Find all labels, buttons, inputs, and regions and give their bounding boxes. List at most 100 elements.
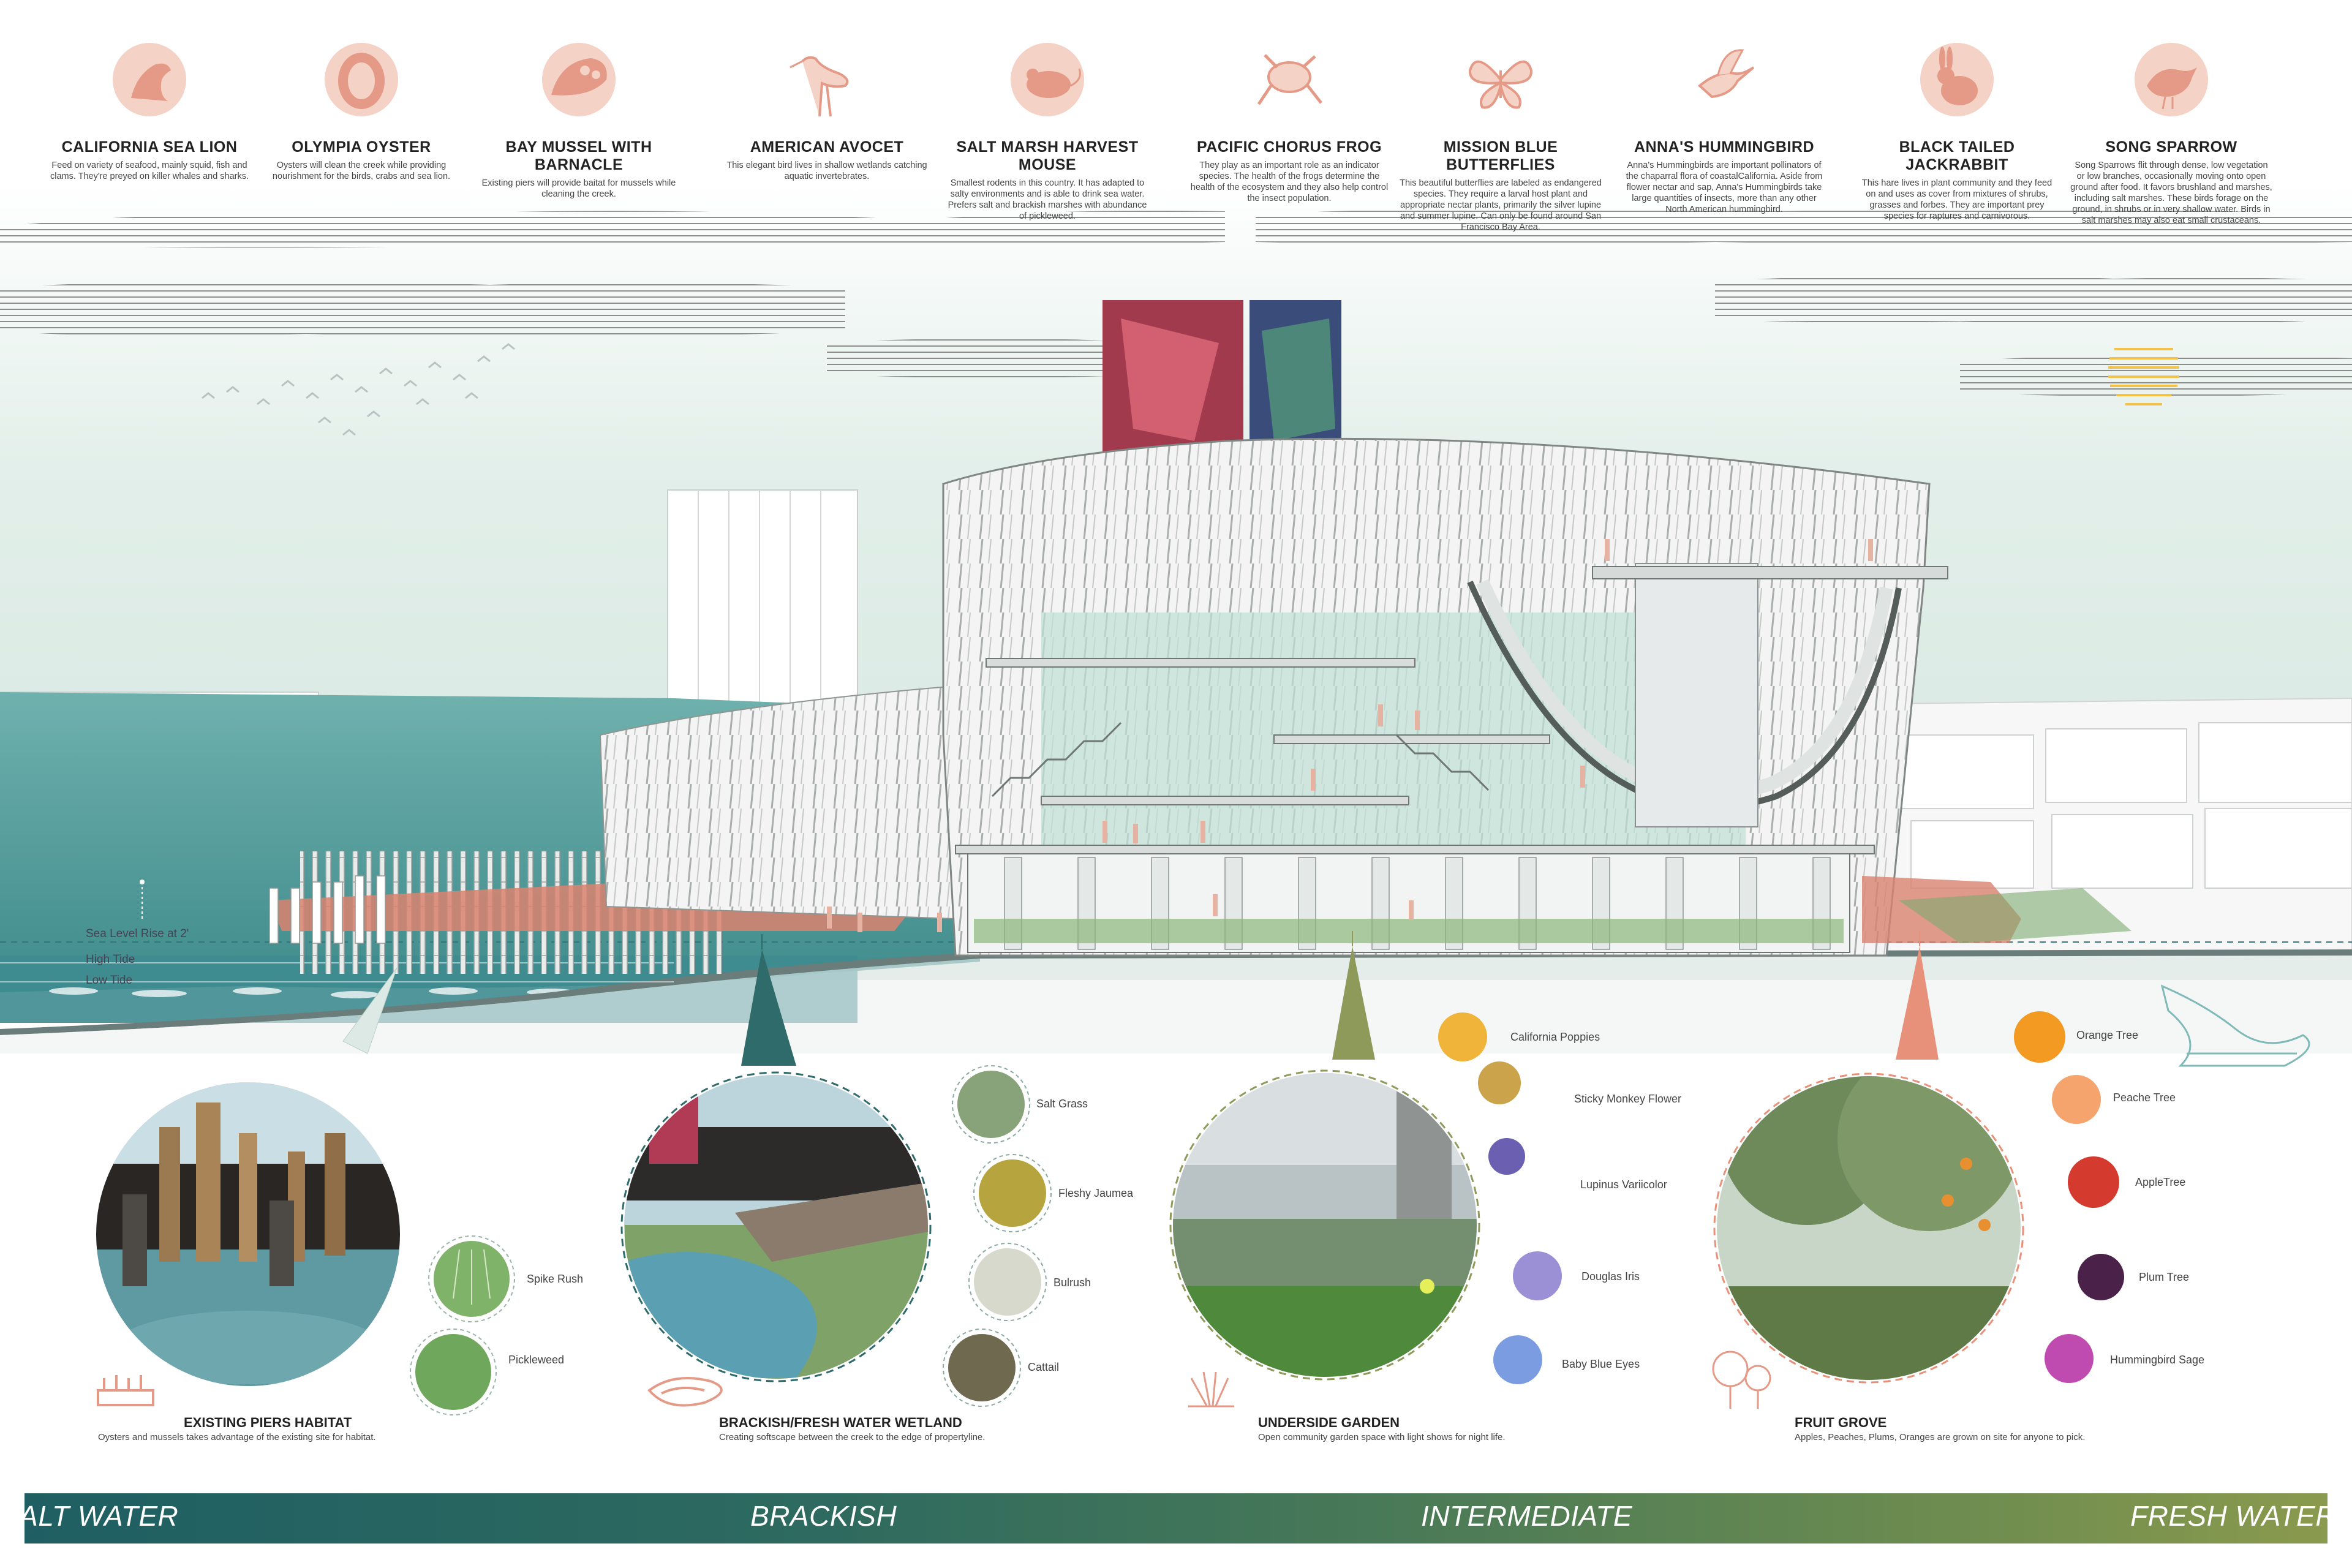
species-avocet: AMERICAN AVOCET This elegant bird lives … xyxy=(726,37,928,182)
plant-label: Baby Blue Eyes xyxy=(1562,1358,1640,1370)
species-harvest-mouse: SALT MARSH HARVEST MOUSE Smallest rodent… xyxy=(946,37,1148,222)
zone-title-wetland: BRACKISH/FRESH WATER WETLAND xyxy=(719,1415,962,1430)
zone-title-garden: UNDERSIDE GARDEN xyxy=(1258,1415,1400,1430)
species-desc: They play as an important role as an ind… xyxy=(1190,160,1389,203)
sea-lion-icon xyxy=(113,43,186,116)
plant-label: Orange Tree xyxy=(2076,1029,2139,1041)
species-name: SONG SPARROW xyxy=(2105,138,2237,156)
sparrow-icon xyxy=(2135,43,2208,116)
garden-icon xyxy=(1188,1371,1234,1408)
plant-label: Peache Tree xyxy=(2113,1091,2176,1104)
ground-fill xyxy=(0,956,2352,1054)
people-figures xyxy=(827,539,1873,932)
plant-label: Plum Tree xyxy=(2139,1271,2190,1283)
tree-icon xyxy=(1712,1351,1771,1409)
mussel-icon xyxy=(542,43,616,116)
butterfly-icon xyxy=(1468,60,1533,109)
species-desc: Anna's Hummingbirds are important pollin… xyxy=(1626,160,1823,214)
pointer-wetland xyxy=(741,949,796,1066)
vignette-garden xyxy=(1169,1012,1562,1408)
salinity-gradient-bar xyxy=(24,1493,2328,1544)
wetland-plant-thumbnails xyxy=(943,1065,1052,1407)
sea-level-rise-label: Sea Level Rise at 2' xyxy=(86,927,189,940)
plant-label: Cattail xyxy=(1028,1361,1060,1373)
plant-label: Salt Grass xyxy=(1036,1098,1088,1110)
species-name: PACIFIC CHORUS FROG xyxy=(1196,138,1382,156)
species-chorus-frog: PACIFIC CHORUS FROG They play as an impo… xyxy=(1188,37,1390,204)
grove-fruit-thumbnails xyxy=(2014,1011,2124,1383)
species-name: ANNA'S HUMMINGBIRD xyxy=(1634,138,1815,156)
bar-label-salt-water: SALT WATER xyxy=(0,1500,179,1532)
hummingbird-icon xyxy=(1697,49,1755,99)
species-name: BAY MUSSEL WITH BARNACLE xyxy=(505,138,652,173)
species-sea-lion: CALIFORNIA SEA LION Feed on variety of s… xyxy=(48,37,251,182)
plant-label: Hummingbird Sage xyxy=(2110,1354,2205,1366)
site-plan-icon xyxy=(2160,984,2310,1067)
species-blue-butterfly: MISSION BLUE BUTTERFLIES This beautiful … xyxy=(1400,37,1602,233)
wetland-icon xyxy=(647,1377,723,1407)
plant-label: Bulrush xyxy=(1054,1276,1091,1289)
species-name: SALT MARSH HARVEST MOUSE xyxy=(956,138,1139,173)
pointer-garden xyxy=(1332,946,1375,1060)
species-desc: This elegant bird lives in shallow wetla… xyxy=(726,160,927,181)
vignette-piers xyxy=(94,1080,515,1415)
stairs xyxy=(991,722,1490,797)
species-name: CALIFORNIA SEA LION xyxy=(61,138,238,156)
plant-label: Spike Rush xyxy=(527,1273,584,1285)
mouse-icon xyxy=(1011,43,1084,116)
avocet-icon xyxy=(790,56,849,117)
plant-label: Sticky Monkey Flower xyxy=(1574,1093,1682,1105)
species-name: OLYMPIA OYSTER xyxy=(292,138,431,156)
vignette-grove xyxy=(1712,1011,2124,1409)
bar-label-brackish: BRACKISH xyxy=(750,1500,897,1532)
zone-desc-piers: Oysters and mussels takes advantage of t… xyxy=(98,1432,376,1442)
bar-label-intermediate: INTERMEDIATE xyxy=(1421,1500,1633,1532)
bird-flock xyxy=(202,343,515,436)
zone-desc-garden: Open community garden space with light s… xyxy=(1258,1432,1506,1442)
oyster-icon xyxy=(325,43,398,116)
rabbit-icon xyxy=(1920,43,1994,116)
pier-piles-foreground xyxy=(269,875,386,944)
building-left-wing xyxy=(599,685,956,920)
high-tide-label: High Tide xyxy=(86,953,135,966)
species-oyster: OLYMPIA OYSTER Oysters will clean the cr… xyxy=(260,37,462,182)
zone-desc-wetland: Creating softscape between the creek to … xyxy=(719,1432,986,1442)
zone-title-grove: FRUIT GROVE xyxy=(1795,1415,1887,1430)
plant-label: AppleTree xyxy=(2135,1176,2186,1188)
species-desc: This beautiful butterflies are labeled a… xyxy=(1400,178,1602,232)
sun-icon xyxy=(2108,348,2179,405)
species-desc: Smallest rodents in this country. It has… xyxy=(948,178,1147,221)
species-name: BLACK TAILED JACKRABBIT xyxy=(1899,138,2015,173)
zone-desc-grove: Apples, Peaches, Plums, Oranges are grow… xyxy=(1795,1432,2086,1442)
right-city-blocks xyxy=(1898,722,2352,889)
bar-label-fresh-water: FRESH WATER xyxy=(2130,1500,2337,1532)
species-song-sparrow: SONG SPARROW Song Sparrows flit through … xyxy=(2070,37,2272,226)
plant-label: Pickleweed xyxy=(508,1354,565,1366)
underside-lawn xyxy=(974,919,1844,943)
vignette-wetland xyxy=(620,1065,1052,1407)
species-desc: Song Sparrows flit through dense, low ve… xyxy=(2070,160,2272,225)
zone-title-piers: EXISTING PIERS HABITAT xyxy=(184,1415,352,1430)
plant-label: Lupinus Variicolor xyxy=(1580,1178,1667,1191)
plant-label: Douglas Iris xyxy=(1581,1270,1640,1283)
core-tower xyxy=(1635,563,1758,827)
low-tide-label: Low Tide xyxy=(86,974,133,987)
pointer-piers xyxy=(342,967,398,1054)
plant-label: Fleshy Jaumea xyxy=(1058,1187,1134,1199)
frog-icon xyxy=(1257,54,1322,105)
species-mussel: BAY MUSSEL WITH BARNACLE Existing piers … xyxy=(478,37,680,200)
species-desc: This hare lives in plant community and t… xyxy=(1861,178,2052,221)
species-hummingbird: ANNA'S HUMMINGBIRD Anna's Hummingbirds a… xyxy=(1623,37,1825,215)
species-desc: Oysters will clean the creek while provi… xyxy=(272,160,451,181)
garden-plant-thumbnails xyxy=(1438,1012,1562,1384)
plant-label: California Poppies xyxy=(1510,1031,1600,1043)
pier-habitat-icon xyxy=(97,1375,154,1406)
species-jackrabbit: BLACK TAILED JACKRABBIT This hare lives … xyxy=(1856,37,2058,222)
floor-slabs xyxy=(955,658,1875,854)
atrium-glass xyxy=(1041,612,1746,851)
pointer-grove xyxy=(1896,946,1939,1060)
species-desc: Existing piers will provide baitat for m… xyxy=(481,178,676,199)
species-name: MISSION BLUE BUTTERFLIES xyxy=(1443,138,1558,173)
